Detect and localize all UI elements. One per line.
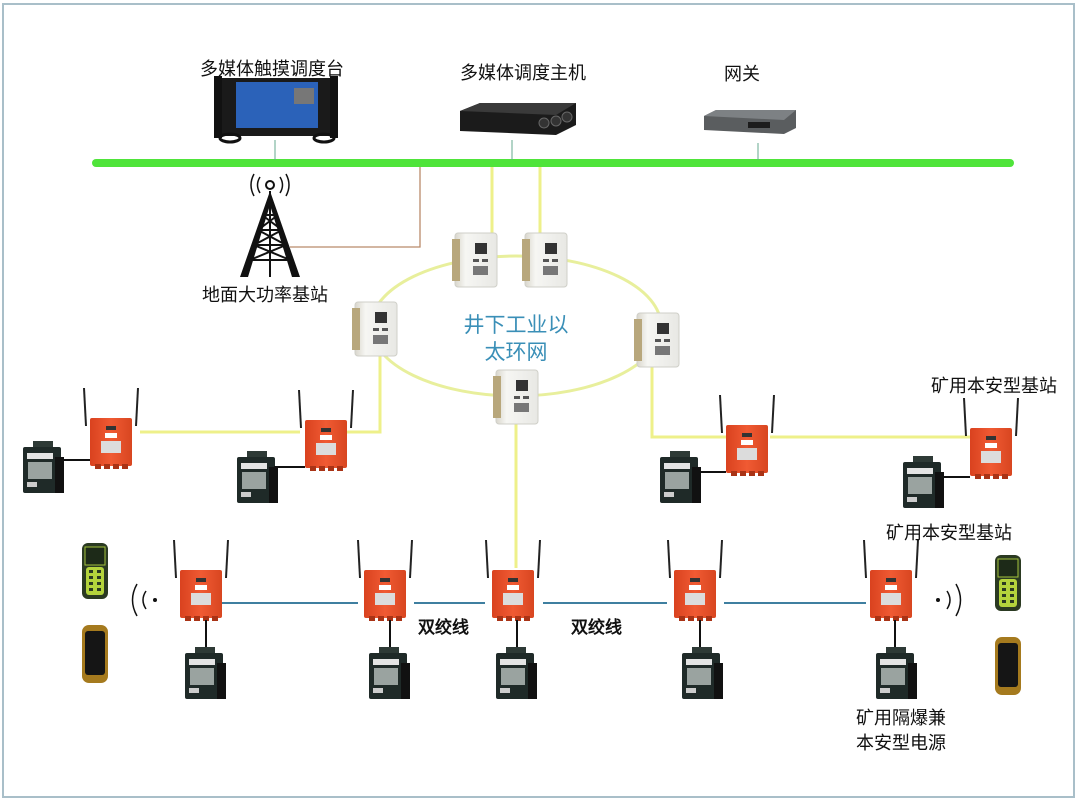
- mine-base-station: [719, 394, 775, 477]
- mine-base-station: [963, 397, 1019, 480]
- server-label: 多媒体调度主机: [460, 63, 586, 84]
- power-supply-icon: [496, 647, 537, 699]
- bottom-station-group: [173, 539, 919, 699]
- power-supply-icon: [23, 441, 64, 493]
- mine-station-label: 矿用本安型基站: [886, 523, 1012, 544]
- wireless-signal-left-icon: [131, 583, 157, 617]
- touch-console-label: 多媒体触摸调度台: [200, 59, 344, 80]
- gateway-label: 网关: [724, 64, 760, 85]
- ring-switch: [451, 232, 498, 288]
- touch-console-icon: [214, 76, 338, 144]
- power-supply-icon: [903, 456, 944, 508]
- radio-tower-icon: [240, 173, 300, 277]
- ring-switch: [521, 232, 568, 288]
- ring-label: 井下工业以 太环网: [455, 312, 577, 366]
- ring-label-line1: 井下工业以: [463, 313, 569, 337]
- fiber-right: [650, 358, 728, 439]
- surface-station-label: 地面大功率基站: [202, 285, 328, 306]
- wireless-signal-right-icon: [936, 583, 962, 617]
- power-supply-icon: [876, 647, 917, 699]
- mine-base-station: [298, 389, 354, 472]
- mine-base-station: [485, 539, 541, 622]
- smartphone-icon: [82, 625, 108, 683]
- power-supply-label-line1: 矿用隔爆兼: [856, 708, 946, 729]
- mine-base-station: [667, 539, 723, 622]
- twisted-pair-label: 双绞线: [571, 618, 622, 638]
- twisted-pair-label: 双绞线: [418, 618, 469, 638]
- mine-base-station: [863, 539, 919, 622]
- power-supply-icon: [237, 451, 278, 503]
- power-supply-label-line2: 本安型电源: [856, 733, 946, 754]
- surface-station-link: [290, 167, 421, 248]
- keypad-phone-icon: [994, 554, 1022, 612]
- gateway-icon: [704, 110, 796, 134]
- mine-base-station: [83, 387, 139, 470]
- server-icon: [460, 103, 576, 135]
- ring-switch: [351, 301, 398, 357]
- keypad-phone-icon: [81, 542, 109, 600]
- mine-base-station: [173, 539, 229, 622]
- ring-switch: [492, 369, 539, 425]
- ring-label-line2: 太环网: [484, 340, 548, 364]
- power-supply-icon: [185, 647, 226, 699]
- mine-station-label: 矿用本安型基站: [931, 376, 1057, 397]
- power-supply-icon: [682, 647, 723, 699]
- power-supply-icon: [369, 647, 410, 699]
- power-supply-icon: [660, 451, 701, 503]
- ring-switch: [633, 312, 680, 368]
- mine-base-station: [357, 539, 413, 622]
- smartphone-icon: [995, 637, 1021, 695]
